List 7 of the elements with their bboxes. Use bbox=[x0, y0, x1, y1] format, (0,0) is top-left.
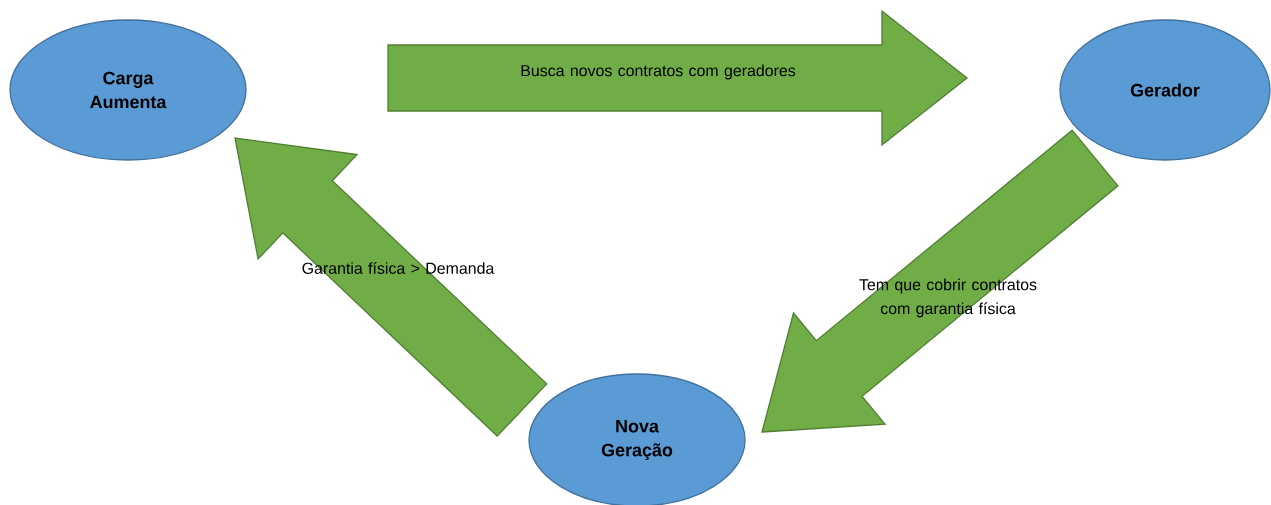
block-arrow bbox=[761, 129, 1119, 433]
ellipse-node: Gerador bbox=[1059, 19, 1271, 161]
ellipse-node: Nova Geração bbox=[528, 373, 746, 505]
block-arrow bbox=[234, 137, 548, 437]
block-arrow bbox=[387, 9, 969, 147]
ellipse-node: Carga Aumenta bbox=[9, 19, 247, 161]
edge-label: Busca novos contratos com geradores bbox=[521, 64, 796, 80]
